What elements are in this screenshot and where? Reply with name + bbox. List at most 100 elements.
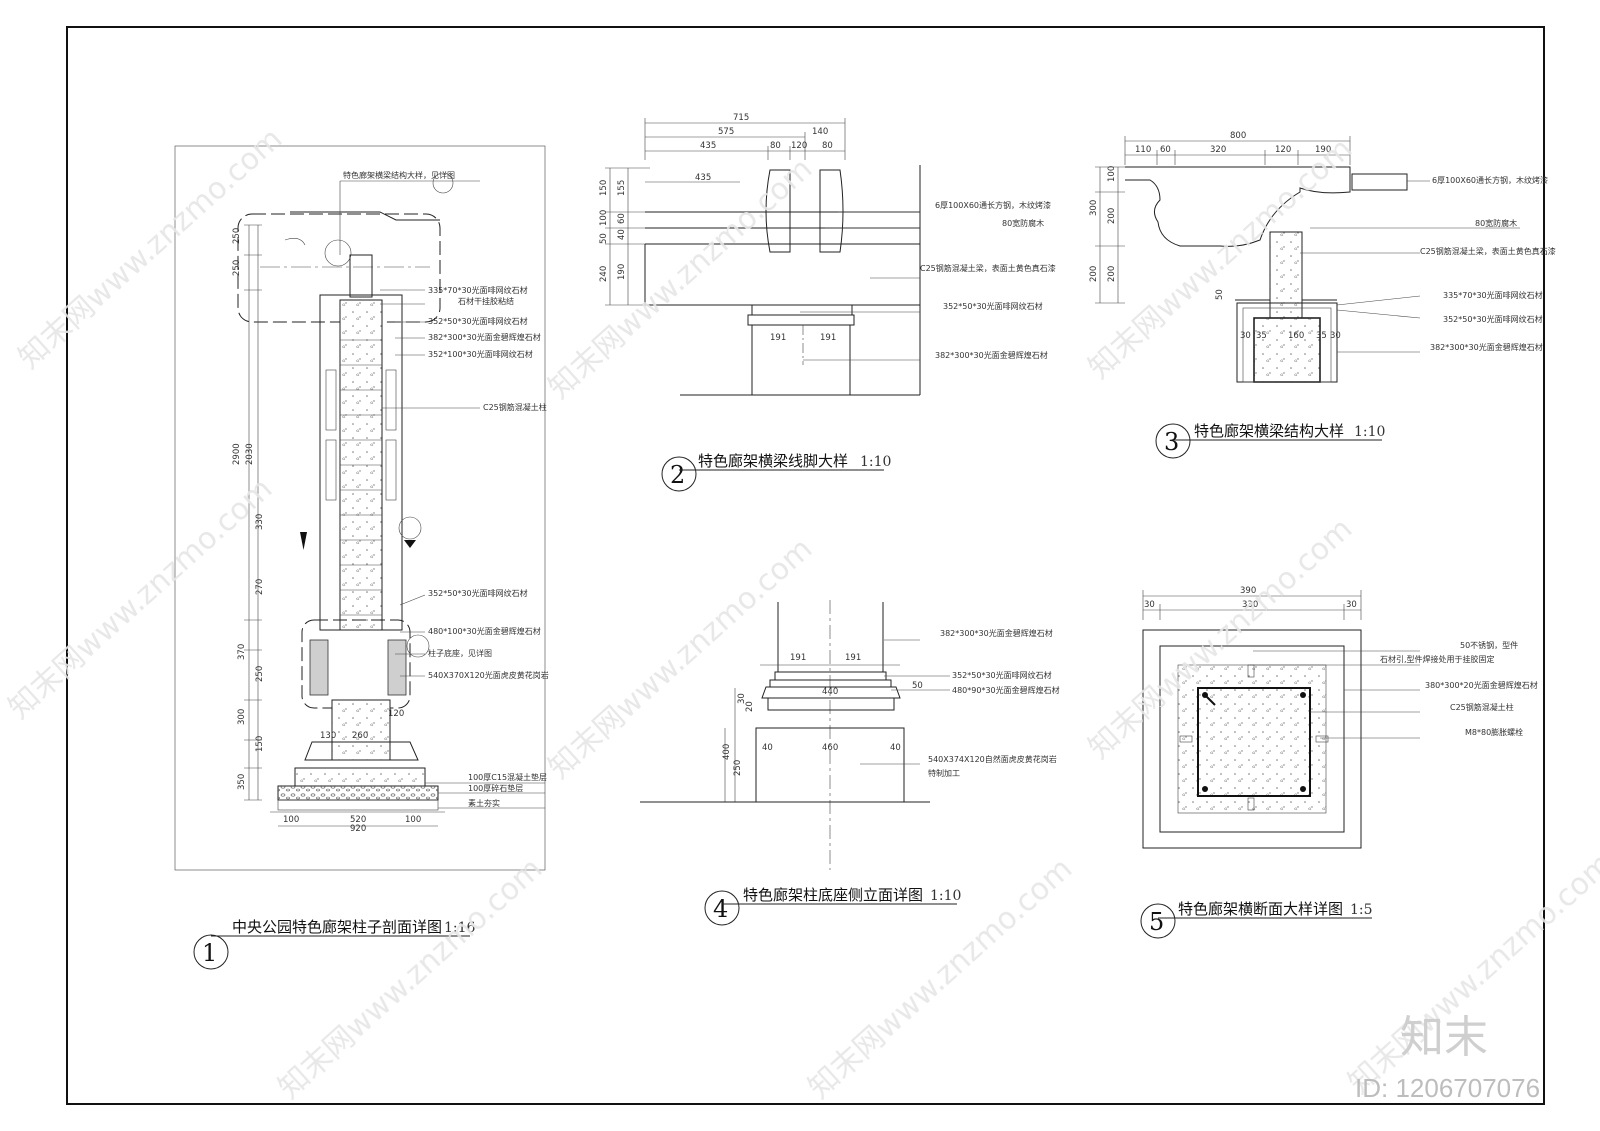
d5-dim-top-2: 330: [1242, 600, 1258, 610]
d1-callout-9: 柱子底座，见详图: [428, 648, 492, 658]
d4-callout-4: 特制加工: [928, 768, 960, 778]
d3-dim-top-2: 60: [1160, 145, 1171, 155]
d2-dim-inner: 435: [695, 173, 711, 183]
brand-logo: 知末: [1400, 1012, 1488, 1063]
d3-dim-top-5: 190: [1315, 145, 1331, 155]
d5-callout-3: C25钢筋混凝土柱: [1450, 702, 1514, 712]
detail-4-base-elevation: 191 191 440 460 40 40 400 250 30 20 50 3…: [640, 600, 1060, 926]
d2-dim-top-1: 575: [718, 127, 734, 137]
d1-callout-0: 特色廊架横梁结构大样，见详图: [343, 170, 455, 180]
detail-1-number-circle: [193, 934, 229, 970]
d4-dim-10: 50: [912, 681, 923, 691]
d2-dim-top-0: 715: [733, 113, 749, 123]
d1-dim-left-3: 2030: [245, 443, 255, 465]
d2-dim-top-4: 80: [770, 141, 781, 151]
d3-callout-2: C25钢筋混凝土梁，表面土黄色真石漆: [1420, 246, 1556, 256]
d3-dim-bottom-0: 30: [1240, 331, 1251, 341]
d1-dim-left-10: 350: [237, 774, 247, 790]
watermark-4: 知末网www.znzmo.com: [2, 471, 279, 726]
d1-dim-left-4: 330: [255, 514, 265, 530]
d5-callout-0: 50不锈钢，型件: [1460, 640, 1518, 650]
d4-dim-9: 20: [745, 701, 755, 712]
d1-dim-bottom-1: 520: [350, 815, 366, 825]
d3-dim-bottom-3: 160: [1288, 331, 1304, 341]
d3-callout-5: 382*300*30光面金碧辉煌石材: [1430, 342, 1543, 352]
d5-callout-2: 380*300*20光面金碧辉煌石材: [1425, 680, 1538, 690]
d1-callout-8: 480*100*30光面金碧辉煌石材: [428, 626, 541, 636]
concrete-core: [1197, 687, 1311, 797]
d3-callout-4: 352*50*30光面啡网纹石材: [1443, 314, 1543, 324]
d1-dim-left-9: 150: [255, 736, 265, 752]
d2-dim-top-3: 435: [700, 141, 716, 151]
d5-callout-4: M8*80膨胀螺栓: [1465, 727, 1523, 737]
d1-dim-bottom-2: 100: [405, 815, 421, 825]
d1-dim-bottom-3: 920: [350, 824, 366, 834]
d1-callout-13: 素土夯实: [468, 798, 500, 808]
d3-dim-top-1: 110: [1135, 145, 1151, 155]
d2-dim-left-5: 60: [617, 213, 627, 224]
d1-callout-7: 352*50*30光面啡网纹石材: [428, 588, 528, 598]
d3-dim-bottom-1: 35: [1256, 331, 1267, 341]
watermark-7: 知末网www.znzmo.com: [272, 851, 549, 1106]
d2-dim-bottom-1: 191: [820, 333, 836, 343]
d1-dim-mid-1: 260: [352, 731, 368, 741]
d3-dim-left-4: 200: [1107, 266, 1117, 282]
d2-dim-left-2: 50: [599, 233, 609, 244]
d1-dim-mid-0: 130: [320, 731, 336, 741]
d1-callout-11: 100厚C15混凝土垫层: [468, 772, 547, 782]
d1-callout-4: 382*300*30光面金碧辉煌石材: [428, 332, 541, 342]
d1-dim-left-8: 300: [237, 709, 247, 725]
d1-dim-bottom-0: 100: [283, 815, 299, 825]
d3-dim-top-4: 120: [1275, 145, 1291, 155]
watermark-2: 知末网www.znzmo.com: [542, 151, 819, 406]
image-id: ID: 1206707076: [1355, 1073, 1540, 1103]
detail-5-number: 5: [1149, 908, 1164, 936]
d1-callout-6: C25钢筋混凝土柱: [483, 402, 547, 412]
detail-1-number: 1: [202, 939, 217, 967]
d2-callout-2: C25钢筋混凝土梁，表面土黄色真石漆: [920, 263, 1056, 273]
d1-dim-left-7: 250: [255, 666, 265, 682]
d2-callout-3: 352*50*30光面啡网纹石材: [943, 301, 1043, 311]
d4-dim-3: 460: [822, 743, 838, 753]
d2-dim-bottom-0: 191: [770, 333, 786, 343]
d3-dim-left-1: 100: [1107, 166, 1117, 182]
d1-dim-left-0: 250: [232, 228, 242, 244]
d2-dim-top-2: 140: [812, 127, 828, 137]
d4-callout-3: 540X374X120自然面虎皮黄花岗岩: [928, 754, 1057, 764]
stone-cladding-outer: [1142, 629, 1362, 849]
detail-4-title: 特色廊架柱底座侧立面详图: [743, 886, 923, 904]
d1-callout-10: 540X370X120光面虎皮黄花岗岩: [428, 670, 549, 680]
detail-5-scale: 1:5: [1350, 902, 1373, 918]
d3-dim-top-0: 800: [1230, 131, 1246, 141]
detail-3-beam-structure: 800 110 60 320 120 190 300 100 200 200 2…: [1089, 131, 1556, 459]
d3-dim-left-3: 200: [1089, 266, 1099, 282]
detail-3-scale: 1:10: [1354, 424, 1385, 440]
d4-callout-0: 382*300*30光面金碧辉煌石材: [940, 628, 1053, 638]
d2-dim-top-6: 80: [822, 141, 833, 151]
detail-4-number-circle: [704, 890, 740, 926]
d2-callout-0: 6厚100X60通长方钢，木纹烤漆: [935, 200, 1051, 210]
d4-dim-1: 191: [845, 653, 861, 663]
detail-5-number-circle: [1140, 903, 1176, 939]
d1-dim-left-2: 2900: [232, 443, 242, 465]
detail-2-beam-moulding: 715 575 140 435 80 120 80 150 100 50 240…: [599, 113, 1056, 492]
d4-dim-5: 40: [890, 743, 901, 753]
d1-callout-3: 352*50*30光面啡网纹石材: [428, 316, 528, 326]
d3-dim-bottom-5: 35: [1316, 331, 1327, 341]
detail-3-title: 特色廊架横梁结构大样: [1194, 422, 1344, 440]
d4-dim-7: 250: [733, 760, 743, 776]
d2-callout-1: 80宽防腐木: [1002, 218, 1044, 228]
detail-5-title: 特色廊架横断面大样详图: [1178, 900, 1343, 918]
d1-callout-1: 335*70*30光面啡网纹石材: [428, 285, 528, 295]
d4-dim-8: 30: [737, 693, 747, 704]
d2-dim-left-4: 155: [617, 180, 627, 196]
detail-2-number: 2: [670, 461, 685, 489]
d1-dim-left-5: 270: [255, 579, 265, 595]
detail-4-number: 4: [713, 895, 728, 923]
d4-callout-1: 352*50*30光面啡网纹石材: [952, 670, 1052, 680]
d3-callout-0: 6厚100X60通长方钢，木纹烤漆: [1432, 175, 1548, 185]
d1-dim-left-1: 250: [232, 260, 242, 276]
d2-dim-left-1: 100: [599, 210, 609, 226]
detail-1-scale: 1:16: [444, 920, 476, 936]
d3-dim-left-0: 300: [1089, 200, 1099, 216]
